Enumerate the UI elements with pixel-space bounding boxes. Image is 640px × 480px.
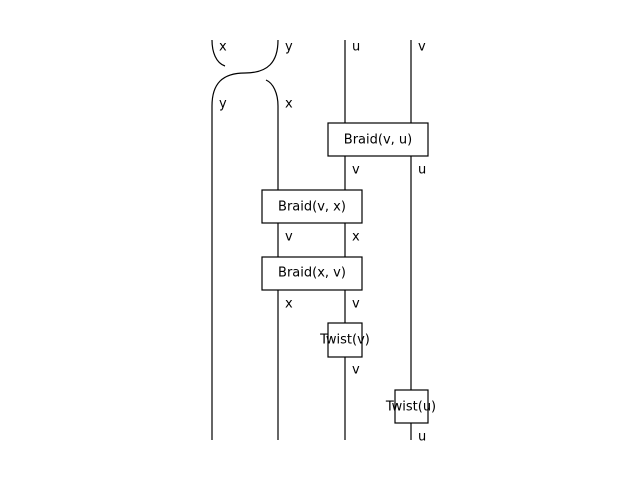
crossing-in-label-2: y [285, 40, 293, 55]
box-twist-v-out: v [352, 363, 360, 378]
top-label-u: u [352, 40, 360, 55]
box-twist-v-label: Twist(v) [319, 333, 370, 348]
box-braid-x-v-label: Braid(x, v) [278, 266, 346, 281]
box-twist-v: Twist(v) [319, 322, 370, 358]
box-braid-x-v-out-1: x [285, 297, 293, 312]
box-twist-u: Twist(u) [385, 389, 436, 424]
box-twist-u-label: Twist(u) [385, 400, 436, 415]
box-braid-v-u-label: Braid(v, u) [344, 133, 412, 148]
box-braid-v-u-out-1: v [352, 163, 360, 178]
top-label-v: v [418, 40, 426, 55]
crossing-under-strand-bottom [265, 79, 279, 107]
box-braid-x-v: Braid(x, v) [261, 256, 363, 291]
box-braid-v-x-out-2: x [352, 230, 360, 245]
crossing-over-strand [211, 39, 279, 107]
box-braid-v-u-out-2: u [418, 163, 426, 178]
box-braid-v-x-label: Braid(v, x) [278, 200, 346, 215]
box-braid-v-u: Braid(v, u) [327, 122, 429, 157]
box-braid-v-x: Braid(v, x) [261, 189, 363, 224]
crossing-in-label-1: x [219, 40, 227, 55]
box-braid-v-x-out-1: v [285, 230, 293, 245]
crossing-out-label-2: x [285, 97, 293, 112]
box-braid-x-v-out-2: v [352, 297, 360, 312]
crossing-under-strand-top [211, 39, 226, 67]
box-twist-u-out: u [418, 430, 426, 445]
crossing-out-label-1: y [219, 97, 227, 112]
